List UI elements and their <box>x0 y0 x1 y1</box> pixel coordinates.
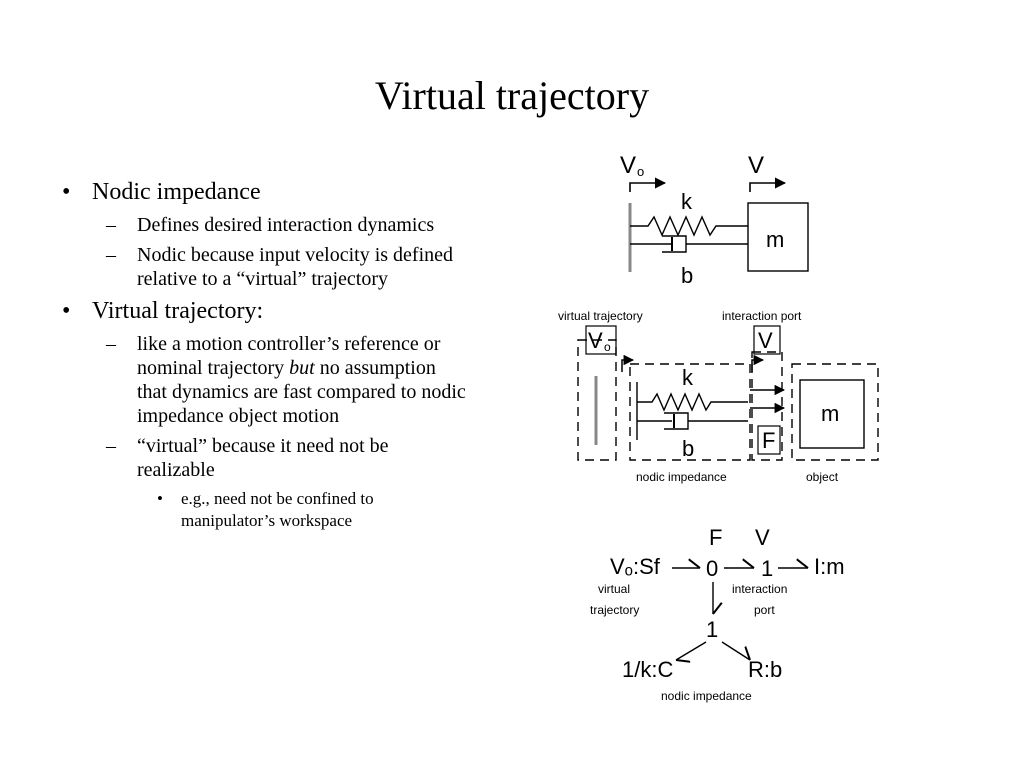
sub-bullet-text-start: like a motion controller’s reference or … <box>137 333 441 379</box>
spring-label: k <box>682 365 694 390</box>
force-label: F <box>762 428 775 453</box>
force-frame <box>757 425 781 455</box>
nodic-impedance-caption: nodic impedance <box>636 470 727 484</box>
virtual-trajectory-box <box>577 339 617 461</box>
v-arrow <box>751 354 765 372</box>
slide-title: Virtual trajectory <box>374 73 650 118</box>
v0-subscript: o <box>604 340 611 354</box>
inertia-element: I:m <box>814 554 845 579</box>
flow-source: Vₒ:Sf <box>610 554 661 579</box>
interaction-caption: interaction <box>732 582 787 596</box>
virtual-trajectory-caption: virtual trajectory <box>558 309 643 323</box>
object-caption: object <box>806 470 839 484</box>
bullet-marker: • <box>62 179 71 205</box>
damper-label: b <box>682 436 694 461</box>
velocity-label: V <box>755 525 770 550</box>
spring <box>637 392 748 412</box>
one-junction-top: 1 <box>761 556 773 581</box>
dash-marker: – <box>106 333 116 355</box>
v0-subscript: o <box>637 164 644 179</box>
mass-label: m <box>766 227 784 252</box>
mass-label: m <box>821 401 839 426</box>
v0-label: V <box>620 152 636 179</box>
sub-bullet-emphasis: but <box>289 357 315 379</box>
bond-to-resistor <box>721 641 750 661</box>
zero-junction: 0 <box>706 556 718 581</box>
v-arrow <box>749 177 787 192</box>
sub-bullet-text: Defines desired interaction dynamics <box>137 214 435 236</box>
bond-to-capacitor <box>675 641 707 660</box>
capacitor-element: 1/k:C <box>622 657 673 682</box>
spring-label: k <box>681 189 693 214</box>
sub-bullet-motion-controller: – like a motion controller’s reference o… <box>50 332 470 428</box>
v-frame <box>753 325 781 355</box>
bullet-virtual-trajectory: • Virtual trajectory: <box>50 297 470 326</box>
bullet-text: Virtual trajectory: <box>92 298 264 324</box>
interaction-port-caption: interaction port <box>722 309 802 323</box>
one-junction-bottom: 1 <box>706 617 718 642</box>
sub-bullet-nodic-because: – Nodic because input velocity is define… <box>50 243 470 291</box>
bullet-marker: • <box>157 489 163 508</box>
sub-bullet-defines: – Defines desired interaction dynamics <box>50 213 470 237</box>
dash-marker: – <box>106 244 116 266</box>
resistor-element: R:b <box>748 657 782 682</box>
sub-bullet-text: Nodic because input velocity is defined … <box>137 244 454 290</box>
virtual-caption: virtual <box>598 582 630 596</box>
mass-spring-damper-diagram: V o V k b m <box>620 152 809 288</box>
bullet-nodic-impedance: • Nodic impedance <box>50 178 470 207</box>
bond-graph-diagram: F V Vₒ:Sf 0 1 I:m virtual trajectory int… <box>590 525 845 703</box>
nodic-impedance-caption: nodic impedance <box>661 689 752 703</box>
v0-arrow <box>629 177 667 192</box>
port-caption: port <box>754 603 775 617</box>
nodic-impedance-box <box>629 363 751 461</box>
object-box <box>791 363 879 461</box>
v-label: V <box>748 152 764 179</box>
impedance-decomposition-diagram: virtual trajectory interaction port V o … <box>558 309 879 484</box>
v0-frame <box>585 325 617 355</box>
spring <box>630 215 748 237</box>
bullet-marker: • <box>62 298 71 324</box>
v-label: V <box>758 328 773 353</box>
damper-label: b <box>681 263 693 288</box>
sub-bullet-text: “virtual” because it need not be realiza… <box>137 435 389 481</box>
sub-bullet-text-end: no assumption that dynamics are fast com… <box>137 357 466 427</box>
dash-marker: – <box>106 214 116 236</box>
mass-box <box>799 379 865 449</box>
bullet-list: • Nodic impedance – Defines desired inte… <box>50 178 470 536</box>
sub-sub-bullet-text: e.g., need not be confined to manipulato… <box>181 489 374 530</box>
sub-bullet-virtual-because: – “virtual” because it need not be reali… <box>50 434 470 482</box>
mass-box <box>747 202 809 272</box>
sub-sub-bullet-workspace: • e.g., need not be confined to manipula… <box>50 488 470 532</box>
force-label: F <box>709 525 722 550</box>
bullet-text: Nodic impedance <box>92 179 261 205</box>
v0-arrow <box>621 354 635 372</box>
dash-marker: – <box>106 435 116 457</box>
v0-label: V <box>588 328 603 353</box>
trajectory-caption: trajectory <box>590 603 639 617</box>
